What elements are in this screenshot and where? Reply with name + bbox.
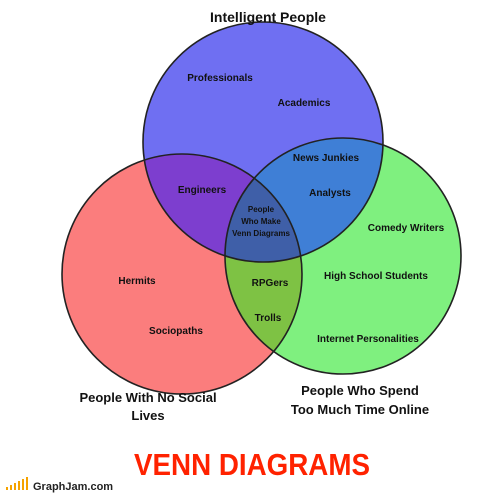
region-label-sociopaths: Sociopaths xyxy=(149,326,203,337)
region-label-news-junkies: News Junkies xyxy=(293,153,360,164)
region-label-center-3: Venn Diagrams xyxy=(232,229,290,238)
region-label-engineers: Engineers xyxy=(178,185,227,196)
region-label-analysts: Analysts xyxy=(309,188,351,199)
outline-left xyxy=(61,153,303,395)
region-label-high-school-students: High School Students xyxy=(324,271,428,282)
outline-top xyxy=(142,21,384,263)
region-label-comedy-writers: Comedy Writers xyxy=(368,223,445,234)
diagram-title: VENN DIAGRAMS xyxy=(134,447,370,482)
set-label-left-line1: People With No Social xyxy=(79,390,216,405)
region-label-center-2: Who Make xyxy=(241,217,281,226)
region-label-rpgers: RPGers xyxy=(252,278,289,289)
set-label-top: Intelligent People xyxy=(210,9,326,25)
region-label-internet-personalities: Internet Personalities xyxy=(317,334,419,345)
set-label-right-line1: People Who Spend xyxy=(301,383,419,398)
set-label-left-line2: Lives xyxy=(131,408,164,423)
region-label-professionals: Professionals xyxy=(187,73,253,84)
region-label-academics: Academics xyxy=(278,98,331,109)
region-label-hermits: Hermits xyxy=(118,276,156,287)
footer-site-name: GraphJam.com xyxy=(33,481,113,493)
set-label-right-line2: Too Much Time Online xyxy=(291,402,429,417)
signal-bars-icon xyxy=(6,477,28,490)
region-label-trolls: Trolls xyxy=(255,313,282,324)
region-label-center-1: People xyxy=(248,205,275,214)
outline-right xyxy=(224,137,462,375)
